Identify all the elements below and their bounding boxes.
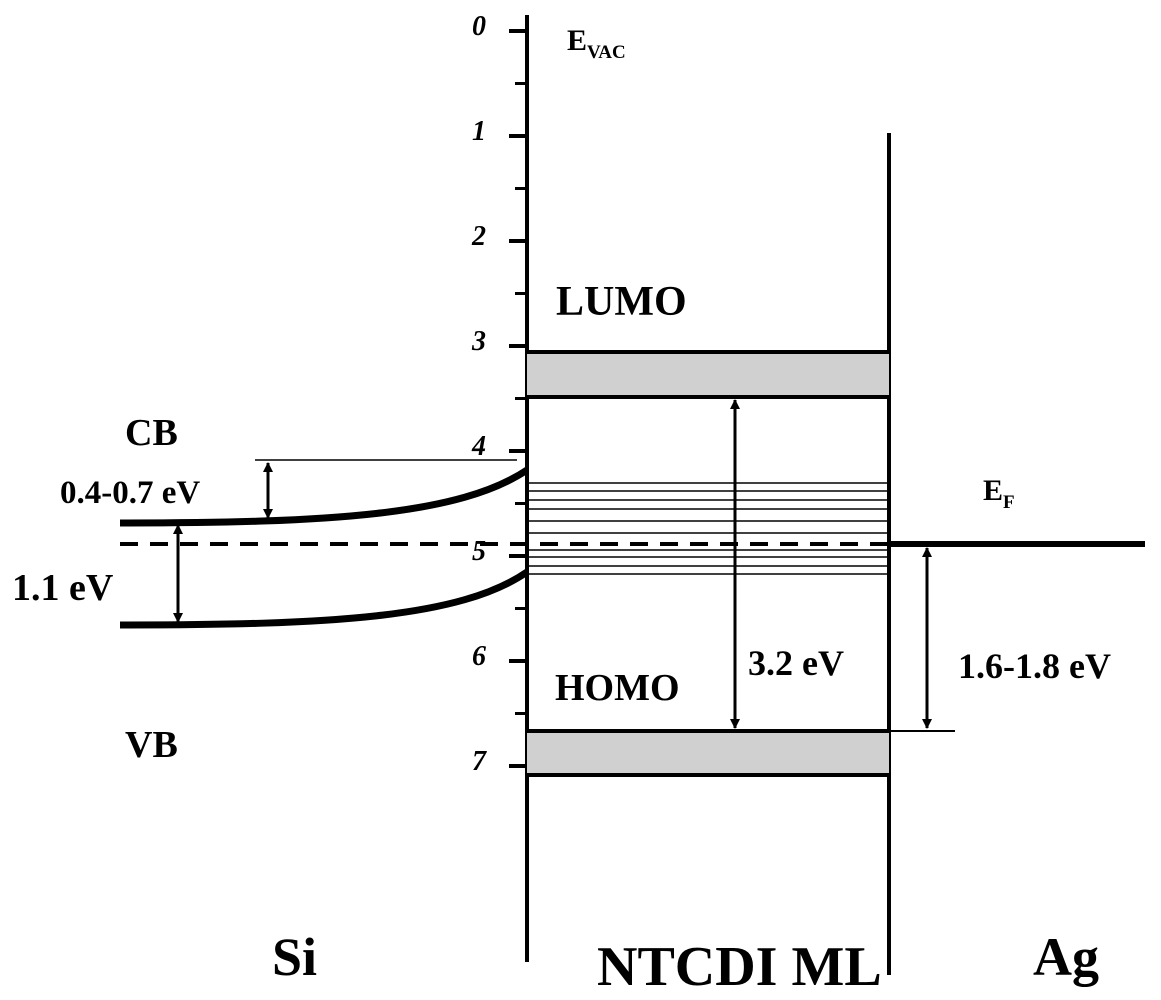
axis-tick-label: 3 — [471, 326, 486, 357]
si-valence-band — [119, 569, 529, 629]
axis-tick-label: 7 — [472, 746, 487, 777]
fermi-level-subscript: F — [1003, 492, 1015, 513]
si-region-label: Si — [272, 927, 317, 987]
homo-band — [527, 729, 889, 777]
lumo-band-fill — [527, 352, 889, 397]
cb-label: CB — [125, 412, 178, 454]
band-bending-value: 0.4-0.7 eV — [60, 475, 200, 511]
si-conduction-band — [119, 467, 529, 527]
vb-label: VB — [125, 724, 178, 766]
si-gap-value: 1.1 eV — [12, 567, 114, 609]
homo-label: HOMO — [555, 667, 680, 709]
vacuum-level-label: EVAC — [567, 24, 626, 63]
ntcdi-region-label: NTCDI ML — [597, 936, 882, 998]
hole-injection-value: 1.6-1.8 eV — [958, 646, 1111, 686]
homo-band-fill — [527, 731, 889, 775]
axis-tick-label: 2 — [471, 221, 486, 252]
axis-tick-label: 4 — [471, 431, 486, 462]
axis-tick-label: 0 — [472, 11, 486, 42]
axis-tick-labels: 0 1 2 3 4 5 6 7 — [471, 11, 487, 777]
lumo-band — [527, 350, 889, 399]
homo-lumo-gap-value: 3.2 eV — [748, 643, 844, 683]
ag-region-label: Ag — [1033, 927, 1099, 987]
axis-ticks — [509, 29, 527, 768]
energy-axis: 0 1 2 3 4 5 6 7 EVAC — [471, 11, 626, 962]
axis-tick-label: 1 — [472, 116, 486, 147]
fermi-level-label: EF — [983, 474, 1015, 513]
axis-tick-label: 5 — [472, 536, 486, 567]
axis-tick-label: 6 — [472, 641, 486, 672]
gap-states — [527, 482, 889, 575]
lumo-label: LUMO — [556, 279, 687, 325]
vacuum-level-subscript: VAC — [587, 42, 626, 63]
